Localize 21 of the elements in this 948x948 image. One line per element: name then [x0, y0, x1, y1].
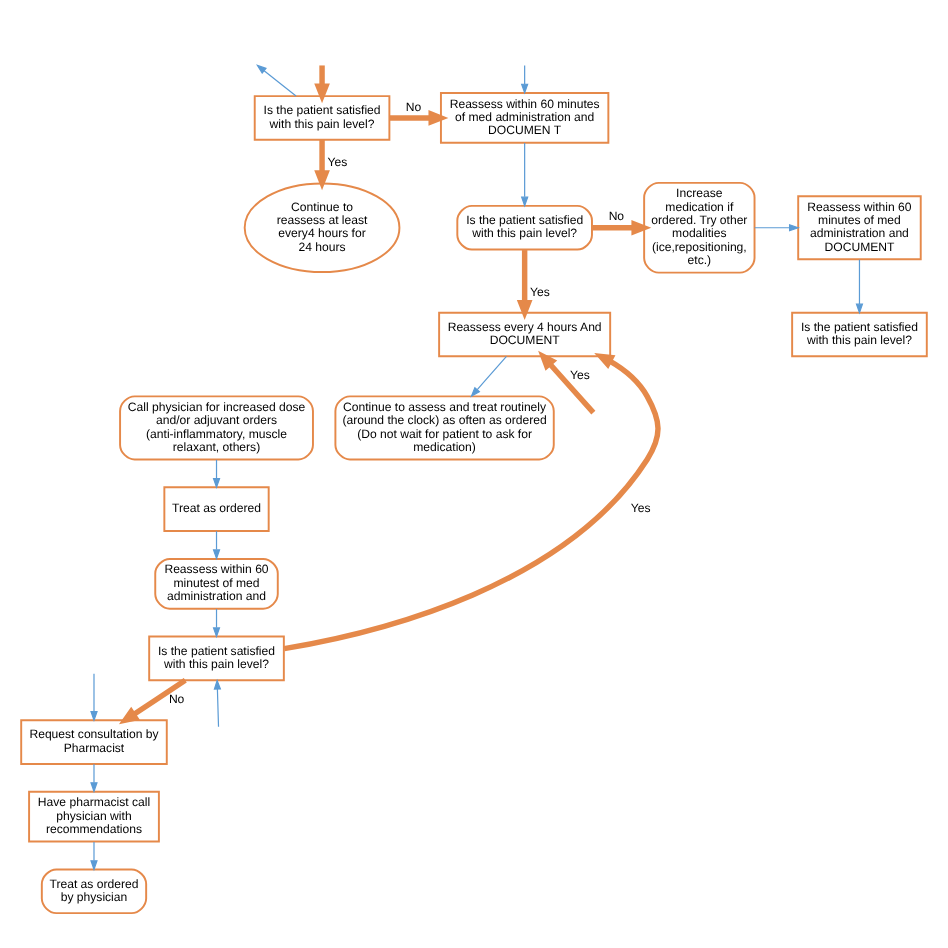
- arrow: [470, 355, 508, 398]
- arrow: [118, 678, 187, 725]
- arrow: [516, 250, 533, 320]
- arrow: [754, 223, 800, 232]
- arrow: [314, 65, 330, 104]
- arrow: [90, 841, 98, 872]
- arrow: [520, 64, 529, 95]
- arrow: [389, 110, 449, 126]
- arrow: [212, 530, 221, 561]
- arrow: [90, 763, 98, 794]
- arrow: [520, 142, 529, 208]
- arrow: [538, 350, 596, 415]
- arrow: [314, 139, 330, 191]
- arrow: [592, 219, 652, 236]
- arrow: [90, 673, 98, 723]
- arrow: [212, 608, 221, 639]
- arrow: [283, 352, 661, 652]
- arrow: [855, 259, 864, 315]
- arrow: [213, 678, 222, 728]
- arrow: [256, 64, 297, 97]
- arrow: [212, 459, 221, 490]
